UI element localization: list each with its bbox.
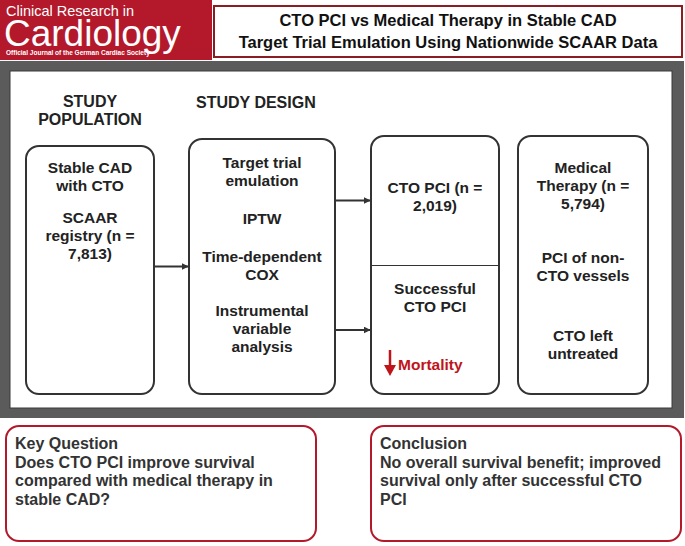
node-text: Does CTO PCI improve survival compared w… [15,454,307,509]
node-text: Official Journal of the German Cardiac S… [6,49,210,56]
design-box: STUDY DESIGNTarget trial emulationIPTWTi… [188,138,336,395]
node-heading: Key Question [15,435,305,453]
conclusion-box: ConclusionNo overall survival benefit; i… [370,425,682,542]
node-text: Mortality [398,356,494,374]
node-text: CTO PCI (n = 2,019) [376,179,494,215]
node-text: Instrumental variable analysis [202,302,322,355]
node-text: CTO left untreated [533,327,633,363]
subgroup-box: Successful CTO PCI Mortality [370,265,500,395]
node-text: PCI of non-CTO vessels [533,249,633,285]
title-box: CTO PCI vs Medical Therapy in Stable CAD… [213,5,683,58]
node-text: Target trial emulation [202,154,322,190]
node-text: IPTW [202,210,322,228]
population-box: STUDY POPULATIONStable CAD with CTOSCAAR… [25,145,155,395]
node-heading: Medical Therapy (n = 5,794) [527,159,639,212]
flow-arrow [336,329,370,331]
node-text: Target Trial Emulation Using Nationwide … [215,33,681,52]
node-text: No overall survival benefit; improved su… [380,454,672,509]
node-heading: STUDY DESIGN [196,94,316,112]
inner-panel [10,71,672,408]
node-text: SCAAR registry (n = 7,813) [45,209,135,262]
comparator-box: Medical Therapy (n = 5,794) PCI of non-CT… [517,135,649,395]
decrease-arrow [380,348,400,378]
node-text: Stable CAD with CTO [33,159,147,195]
treatment-box: CTO PCI (n = 2,019) [370,135,500,266]
node-text: Time-dependent COX [202,248,322,284]
node-heading: Conclusion [380,435,670,453]
node-heading: CTO PCI vs Medical Therapy in Stable CAD [215,11,681,30]
outer-frame [0,61,684,418]
flow-arrow [336,199,370,201]
node-heading: STUDY POPULATION [25,93,155,130]
journal-logo: Clinical Research inCardiologyOfficial J… [0,0,212,60]
flow-arrow [155,265,188,267]
node-heading: Successful CTO PCI [376,280,494,316]
question-box: Key QuestionDoes CTO PCI improve surviva… [5,425,317,542]
